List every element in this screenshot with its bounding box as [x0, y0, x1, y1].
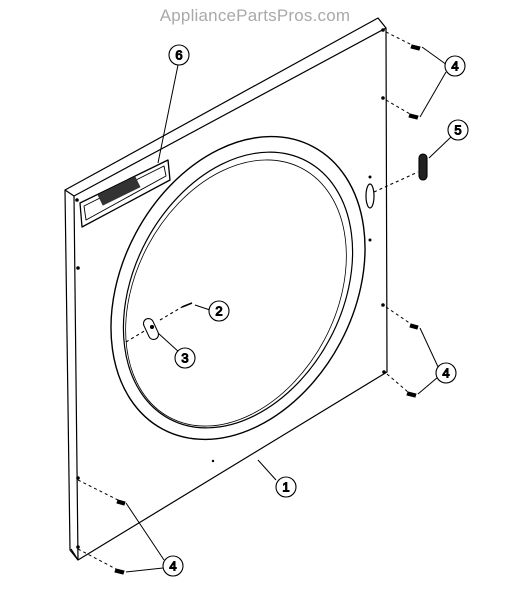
- svg-text:3: 3: [181, 351, 188, 366]
- strike-parts: [125, 302, 193, 343]
- svg-text:2: 2: [215, 304, 222, 319]
- svg-text:4: 4: [442, 366, 449, 381]
- svg-text:5: 5: [454, 123, 461, 138]
- callout-4b: 4: [435, 362, 457, 384]
- nameplate: [79, 159, 171, 228]
- screw-bottom-upper: [77, 479, 126, 506]
- mounting-holes: [75, 28, 386, 549]
- front-panel: [64, 17, 388, 561]
- svg-text:4: 4: [451, 59, 458, 74]
- callout-2: 2: [208, 300, 230, 322]
- screws-4: [77, 31, 421, 575]
- callout-5: 5: [447, 119, 469, 141]
- screw-top-lower: [385, 99, 419, 120]
- callout-4a: 4: [444, 55, 466, 77]
- callout-6: 6: [168, 44, 190, 66]
- latch-pin-5: [373, 153, 428, 193]
- svg-text:1: 1: [282, 480, 289, 495]
- door-opening: [110, 135, 366, 441]
- callout-4c: 4: [162, 555, 184, 577]
- screw-mid-upper: [385, 306, 419, 330]
- svg-text:4: 4: [169, 559, 176, 574]
- callout-1: 1: [275, 476, 297, 498]
- screw-bottom-lower: [77, 548, 125, 575]
- watermark: AppliancePartsPros.com: [159, 6, 351, 25]
- svg-text:6: 6: [175, 48, 182, 63]
- callouts: 1 2 3 4 4 4 5 6: [162, 44, 469, 577]
- screw-top-upper: [385, 31, 421, 51]
- screw-mid-lower: [386, 373, 417, 398]
- callout-3: 3: [174, 347, 196, 369]
- latch-slot: [365, 183, 375, 209]
